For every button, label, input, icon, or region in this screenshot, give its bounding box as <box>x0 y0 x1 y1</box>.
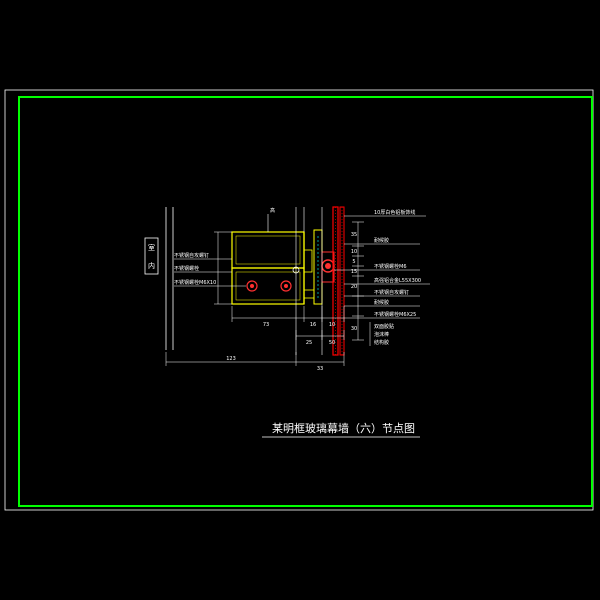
left-label-3: 不锈钢螺栓M6X10 <box>174 279 216 286</box>
top-label: 高 <box>270 207 275 214</box>
side-marker-char-1: 室 <box>148 243 155 252</box>
glass-assembly <box>313 206 345 356</box>
left-label-2: 不锈钢螺栓 <box>174 265 199 272</box>
side-marker: 室 内 <box>144 237 159 275</box>
right-label-3: 不锈钢螺栓M6 <box>374 263 407 270</box>
right-label-7: 不锈钢螺栓M6X25 <box>374 311 416 318</box>
dim-16: 16 <box>310 322 316 328</box>
dim-50: 50 <box>329 340 335 346</box>
dim-v20: 20 <box>351 284 357 290</box>
drawing-frame <box>18 96 593 507</box>
right-dimensions <box>352 221 364 341</box>
dim-v30: 30 <box>351 326 357 332</box>
right-label-10: 结构胶 <box>374 339 389 346</box>
right-label-5: 不锈钢自攻螺钉 <box>374 289 409 296</box>
right-label-8: 双面胶贴 <box>374 323 394 330</box>
dim-10: 10 <box>329 322 335 328</box>
right-label-6: 耐候胶 <box>374 299 389 306</box>
side-marker-char-2: 内 <box>148 261 155 270</box>
dim-v5: 5 <box>352 259 355 265</box>
dim-v15: 15 <box>351 269 357 275</box>
mullion-profile <box>231 231 315 305</box>
dim-25: 25 <box>306 340 312 346</box>
dim-v10: 10 <box>351 249 357 255</box>
right-label-1: 10厚白色铝板饰线 <box>374 209 415 216</box>
left-label-1: 不锈钢自攻螺钉 <box>174 252 209 259</box>
right-label-4: 高强铝合金L55X300 <box>374 277 421 284</box>
left-dimension <box>214 231 232 305</box>
bottom-dimensions <box>165 306 345 366</box>
right-label-2: 耐候胶 <box>374 237 389 244</box>
dim-v35: 35 <box>351 232 357 238</box>
left-annotations: 不锈钢自攻螺钉 不锈钢螺栓 不锈钢螺栓M6X10 <box>174 252 246 287</box>
dim-73: 73 <box>263 322 269 328</box>
dim-33: 33 <box>317 366 323 372</box>
wall-lines <box>165 207 174 350</box>
drawing-title: 某明框玻璃幕墙（六）节点图 <box>272 421 415 435</box>
right-annotations: 10厚白色铝板饰线 耐候胶 不锈钢螺栓M6 高强铝合金L55X300 不锈钢自攻… <box>334 209 430 346</box>
right-label-9: 泡沫棒 <box>374 331 389 338</box>
bolts <box>246 266 300 292</box>
dim-123: 123 <box>226 356 236 362</box>
